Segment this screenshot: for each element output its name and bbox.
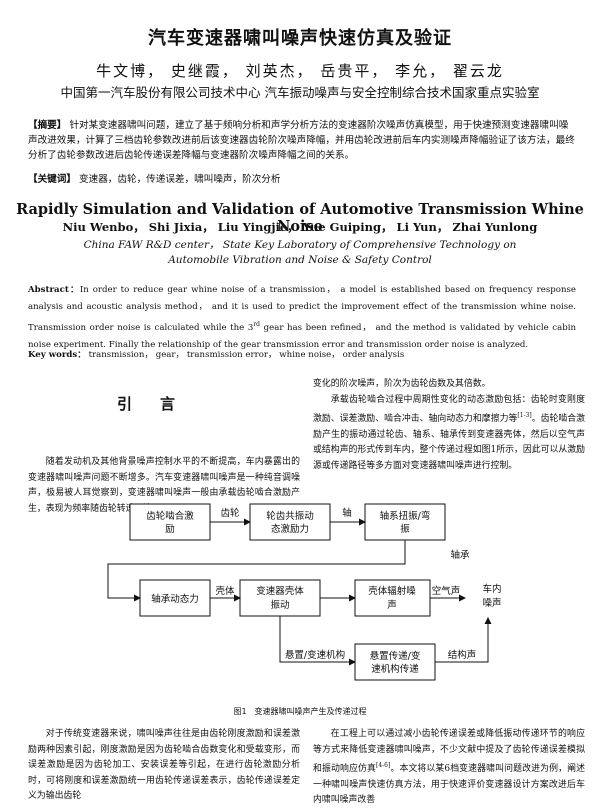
intro-right-column: 变化的阶次噪声，阶次为齿轮齿数及其倍数。 承载齿轮啮合过程中周期性变化的动态激励…: [313, 377, 585, 475]
paper-title: 汽车变速器啸叫噪声快速仿真及验证: [148, 28, 452, 49]
label-mount-mechanism: 悬置/变速机构: [285, 649, 345, 661]
box2-label-line1: 轮齿共振动: [266, 510, 314, 522]
abstract-en-text-a: In order to reduce gear whine noise of a…: [28, 285, 576, 333]
citation-4-6: [4-6]: [375, 762, 391, 770]
bottom-right-column: 在工程上可以通过减小齿轮传递误差或降低振动传递环节的响应等方式来降低变速器啸叫噪…: [313, 727, 585, 809]
label-bearing: 轴承: [450, 549, 470, 561]
section-heading: 引言: [116, 395, 203, 413]
intro-left-paragraph: 随着发动机及其他背景噪声控制水平的不断提高，车内暴露出的变速器啸叫噪声问题不断增…: [28, 457, 300, 514]
box1-label-line2: 励: [165, 524, 175, 535]
box6-label-line1: 壳体辐射噪: [368, 585, 416, 597]
box5-label-line2: 振动: [270, 599, 289, 611]
abstract-cn-text: 针对某变速器啸叫问题，建立了基于频响分析和声学分析方法的变速器阶次噪声仿真模型，…: [28, 120, 575, 161]
author-list: 牛文博， 史继霞， 刘英杰， 岳贵平， 李允， 翟云龙: [96, 62, 504, 80]
abstract-en-text-b: gear has been refined， and the method is…: [28, 322, 576, 350]
bottom-right-paragraph: 在工程上可以通过减小齿轮传递误差或降低振动传递环节的响应等方式来降低变速器啸叫噪…: [313, 727, 585, 809]
intro-right-text-b: 。齿轮啮合激励产生的振动通过轮齿、轴系、轴承传到变速器壳体，然后以空气声或结构声…: [313, 414, 586, 471]
label-housing: 壳体: [215, 585, 235, 597]
bottom-left-column: 对于传统变速器来说，啸叫噪声往往是由齿轮刚度激励和误差激励两种因素引起，刚度激励…: [28, 727, 300, 805]
abstract-cn: 【摘要】 针对某变速器啸叫问题，建立了基于频响分析和声学分析方法的变速器阶次噪声…: [28, 118, 576, 163]
box1-label-line1: 齿轮啮合激: [146, 510, 194, 522]
english-title: Rapidly Simulation and Validation of Aut…: [16, 201, 584, 235]
box7-label-line1: 悬置传递/变: [370, 650, 421, 662]
label-shaft: 轴: [342, 507, 352, 519]
label-gear: 齿轮: [220, 507, 240, 519]
arrow-b7-cabin: [435, 617, 492, 663]
intro-right-continuation: 变化的阶次噪声，阶次为齿轮齿数及其倍数。: [313, 379, 491, 389]
box4-label: 轴承动态力: [151, 593, 199, 605]
label-cabin-line2: 噪声: [482, 597, 501, 609]
keywords-en: Key words： transmission， gear， transmiss…: [28, 348, 576, 362]
intro-right-text-a: 承载齿轮啮合过程中周期性变化的动态激励包括：齿轮时变刚度激励、误差激励、啮合冲击…: [313, 394, 585, 425]
box3-label-line1: 轴系扭振/弯: [380, 510, 431, 522]
label-structural: 结构声: [448, 649, 477, 661]
box6-label-line2: 声: [387, 599, 397, 611]
abstract-cn-label: 【摘要】: [28, 120, 67, 131]
box-gear-mesh-excitation: [129, 503, 211, 541]
box-tooth-dynamic-force: [249, 503, 331, 541]
label-cabin-line1: 车内: [482, 583, 501, 595]
english-authors: Niu Wenbo， Shi Jixia， Liu Yingjie， Yue G…: [62, 220, 538, 234]
bottom-left-paragraph: 对于传统变速器来说，啸叫噪声往往是由齿轮刚度激励和误差激励两种因素引起，刚度激励…: [28, 729, 300, 802]
box5-label-line1: 变速器壳体: [256, 585, 304, 597]
arrow-b3-b4: [107, 540, 406, 602]
keywords-en-label: Key words：: [28, 350, 86, 360]
bottom-right-text-b: 。本文将以某6档变速器啸叫问题改进为例，阐述一种啸叫噪声快速仿真方法，用于快速评…: [313, 764, 586, 806]
arrow-b5-b7: [279, 616, 356, 666]
english-affiliation-line2: Automobile Vibration and Noise & Safety …: [168, 254, 432, 266]
intro-right-paragraph: 承载齿轮啮合过程中周期性变化的动态激励包括：齿轮时变刚度激励、误差激励、啮合冲击…: [313, 393, 585, 475]
abstract-en: Abstract：In order to reduce gear whine n…: [28, 282, 576, 354]
box7-label-line2: 速机构传递: [371, 663, 419, 675]
box3-label-line2: 振: [400, 523, 410, 535]
keywords-cn-text: 变速器，齿轮，传递误差，啸叫噪声，阶次分析: [79, 174, 281, 185]
citation-1-3: [1-3]: [517, 412, 532, 420]
box2-label-line2: 态激励力: [271, 523, 309, 535]
bottom-right-text-a: 在工程上可以通过减小齿轮传递误差或降低振动传递环节的响应等方式来降低变速器啸叫噪…: [313, 729, 585, 775]
keywords-cn: 【关键词】 变速器，齿轮，传递误差，啸叫噪声，阶次分析: [28, 172, 576, 187]
label-airborne: 空气声: [432, 585, 461, 597]
affiliation: 中国第一汽车股份有限公司技术中心 汽车振动噪声与安全控制综合技术国家重点实验室: [60, 85, 540, 100]
figure-caption: 图1 变速器啸叫噪声产生及传递过程: [233, 707, 367, 716]
abstract-en-sup: rd: [253, 321, 261, 328]
keywords-en-text: transmission， gear， transmission error， …: [88, 350, 405, 360]
abstract-en-label: Abstract：: [28, 285, 80, 295]
figure-1-flowchart: 齿轮啮合激 励 轮齿共振动 态激励力 轴系扭振/弯 振 轴承动态力 变速器壳体 …: [107, 503, 502, 681]
english-affiliation-line1: China FAW R&D center， State Key Laborato…: [83, 239, 517, 251]
keywords-cn-label: 【关键词】: [28, 174, 76, 185]
